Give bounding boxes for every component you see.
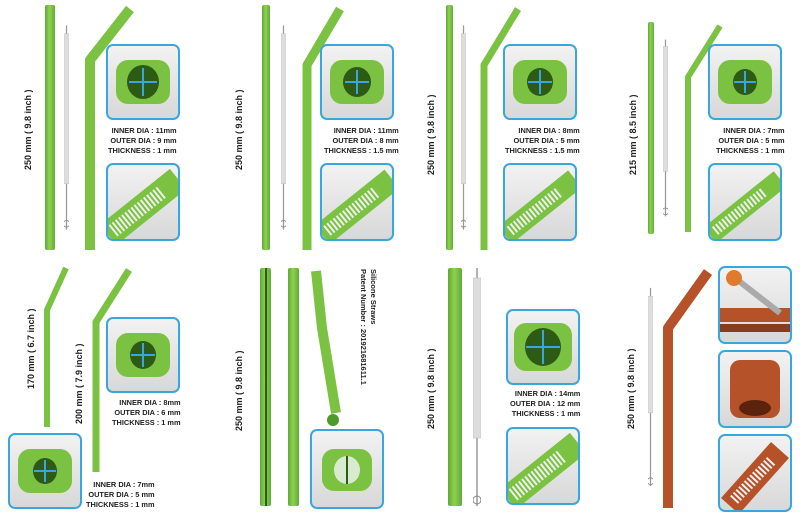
straw-end-closeup (320, 44, 394, 120)
brush-closeup (503, 163, 577, 241)
brown-bent-straw (663, 269, 713, 508)
cutting-closeup (718, 266, 792, 344)
spec-block: INNER DIA : 14mm OUTER DIA : 12 mm THICK… (510, 389, 580, 419)
outer-diameter: OUTER DIA : 12 mm (510, 399, 581, 408)
split-end-closeup (310, 429, 384, 509)
brush-closeup (708, 163, 782, 241)
inner-diameter: INNER DIA : 14mm (514, 389, 581, 398)
length-label: 250 mm ( 9.8 inch ) (234, 89, 244, 170)
straw-end-closeup (718, 350, 792, 428)
straw-end-closeup (106, 44, 180, 120)
inner-diameter: INNER DIA : 11mm (111, 126, 177, 135)
straw-end-closeup-b (106, 317, 180, 393)
length-label-long: 200 mm ( 7.9 inch ) (74, 343, 84, 424)
cleaning-brush (281, 25, 286, 230)
panel-4: 215 mm ( 8.5 inch ) INNER DIA : 7mm OUTE… (600, 0, 800, 259)
panel-5: 170 mm ( 6.7 inch ) 200 mm ( 7.9 inch ) … (0, 259, 200, 518)
straight-straw (262, 5, 270, 250)
product-note: Silicone Straws Patent Number : 20192168… (358, 269, 378, 385)
opened-straw (311, 270, 341, 426)
straw-end-closeup (506, 309, 580, 385)
inner-diameter: INNER DIA : 8mm (119, 398, 181, 407)
panel-8: 250 mm ( 9.8 inch ) (600, 259, 800, 518)
thickness: THICKNESS : 1 mm (86, 500, 155, 509)
thickness: THICKNESS : 1 mm (716, 146, 785, 155)
brush-closeup (106, 163, 180, 241)
cleaning-brush (64, 25, 69, 230)
spec-block-b: INNER DIA : 8mm OUTER DIA : 6 mm THICKNE… (112, 398, 181, 428)
panel-7: 250 mm ( 9.8 inch ) INNER DIA : 14mm OUT… (400, 259, 600, 518)
panel-6: 250 mm ( 9.8 inch ) Silicone Straws Pate… (200, 259, 400, 518)
brush-closeup (506, 427, 580, 505)
inner-diameter: INNER DIA : 7mm (723, 126, 785, 135)
cleaning-brush (461, 25, 466, 230)
thickness: THICKNESS : 1.5 mm (324, 146, 399, 155)
outer-diameter: OUTER DIA : 9 mm (110, 136, 177, 145)
spec-block: INNER DIA : 11mm OUTER DIA : 8 mm THICKN… (324, 126, 399, 156)
split-line (265, 268, 267, 506)
brush-closeup (718, 434, 792, 512)
thickness: THICKNESS : 1.5 mm (505, 146, 580, 155)
length-label: 250 mm ( 9.8 inch ) (426, 348, 436, 429)
panel-2: 250 mm ( 9.8 inch ) INNER DIA : 11mm OUT… (200, 0, 400, 259)
bent-straw (685, 24, 723, 232)
thickness: THICKNESS : 1 mm (112, 418, 181, 427)
straight-straw (288, 268, 299, 506)
cleaning-brush (663, 39, 668, 217)
patent-number: Patent Number : 201921681611.1 (359, 269, 368, 385)
spec-block: INNER DIA : 8mm OUTER DIA : 5 mm THICKNE… (505, 126, 580, 156)
wide-straw (448, 268, 462, 506)
straight-straw (446, 5, 453, 250)
inner-diameter: INNER DIA : 7mm (93, 480, 155, 489)
outer-diameter: OUTER DIA : 5 mm (88, 490, 155, 499)
bent-straw (85, 5, 134, 250)
thickness: THICKNESS : 1 mm (108, 146, 177, 155)
inner-diameter: INNER DIA : 11mm (333, 126, 399, 135)
panel-1: 250 mm ( 9.8 inch ) INNER DIA : 11mm OUT… (0, 0, 200, 259)
cleaning-brush (648, 287, 653, 487)
panel-3: 250 mm ( 9.8 inch ) INNER DIA : 8mm OUTE… (400, 0, 600, 259)
bent-straw (480, 7, 521, 250)
spec-block: INNER DIA : 11mm OUTER DIA : 9 mm THICKN… (108, 126, 177, 156)
straw-end-closeup (708, 44, 782, 120)
outer-diameter: OUTER DIA : 6 mm (114, 408, 181, 417)
length-label: 250 mm ( 9.8 inch ) (23, 89, 33, 170)
length-label-short: 170 mm ( 6.7 inch ) (26, 308, 36, 389)
outer-diameter: OUTER DIA : 5 mm (513, 136, 580, 145)
straw-end-closeup (503, 44, 577, 120)
cleaning-brush (473, 268, 481, 506)
bent-straw (302, 6, 344, 250)
outer-diameter: OUTER DIA : 8 mm (332, 136, 399, 145)
inner-diameter: INNER DIA : 8mm (518, 126, 580, 135)
straw-end-closeup-a (8, 433, 82, 509)
spec-block: INNER DIA : 7mm OUTER DIA : 5 mm THICKNE… (716, 126, 785, 156)
length-label: 250 mm ( 9.8 inch ) (234, 350, 244, 431)
straight-straw (45, 5, 55, 250)
bent-straw-long (92, 268, 132, 472)
product-name: Silicone Straws (369, 269, 378, 325)
outer-diameter: OUTER DIA : 5 mm (718, 136, 785, 145)
length-label: 250 mm ( 9.8 inch ) (626, 348, 636, 429)
bent-straw-short (44, 266, 69, 427)
spec-block-a: INNER DIA : 7mm OUTER DIA : 5 mm THICKNE… (86, 480, 155, 510)
straight-straw (648, 22, 654, 234)
brush-closeup (320, 163, 394, 241)
length-label: 215 mm ( 8.5 inch ) (628, 94, 638, 175)
length-label: 250 mm ( 9.8 inch ) (426, 94, 436, 175)
thickness: THICKNESS : 1 mm (511, 409, 581, 418)
